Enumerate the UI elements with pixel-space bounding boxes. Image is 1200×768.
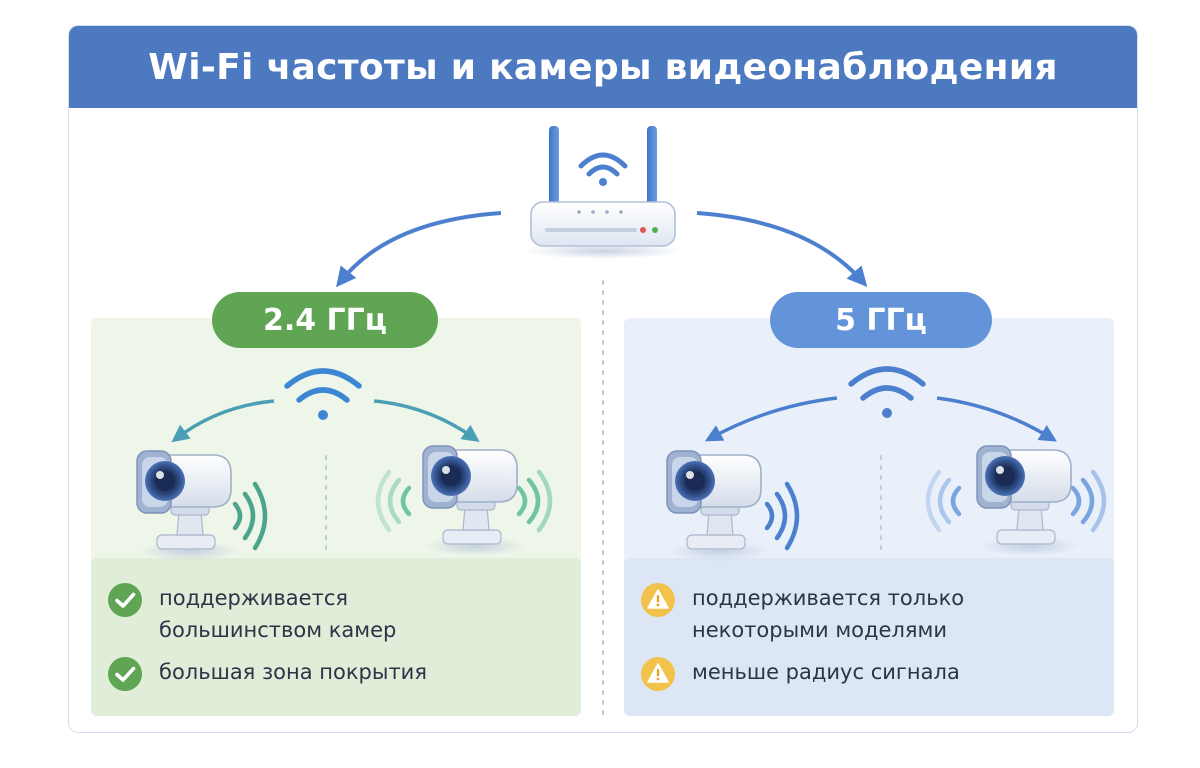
arrow-to-right-camera xyxy=(373,399,480,443)
router-icon xyxy=(523,126,683,259)
wifi-icon xyxy=(284,368,362,420)
bullet-2-4ghz-1-text: поддерживается большинством камер xyxy=(159,586,397,642)
diagram-overlay xyxy=(136,126,1107,717)
band-label-5ghz: 5 ГГц xyxy=(770,292,992,348)
title-bar: Wi-Fi частоты и камеры видеонаблюдения xyxy=(69,26,1137,108)
wifi-icon xyxy=(578,152,628,186)
camera-icon xyxy=(136,450,240,562)
infographic-card: Wi-Fi частоты и камеры видеонаблюдения п… xyxy=(68,25,1138,733)
arrow-to-left-camera xyxy=(171,399,275,443)
camera-icon xyxy=(666,450,770,562)
panel-2-4ghz: поддерживается большинством камер больша… xyxy=(91,318,581,716)
signal-waves-icon xyxy=(232,481,268,551)
bullet-5ghz-1: поддерживается только некоторыми моделям… xyxy=(640,582,992,646)
camera-icon xyxy=(422,445,526,557)
signal-waves-icon xyxy=(375,469,553,533)
arrow-to-left-camera xyxy=(704,396,838,442)
arrow-to-right-camera xyxy=(936,396,1057,442)
bullet-5ghz-2-text: меньше радиус сигнала xyxy=(692,660,960,684)
check-icon xyxy=(108,583,142,617)
bullet-2-4ghz-1: поддерживается большинством камер xyxy=(107,582,459,646)
bullet-2-4ghz-2-text: большая зона покрытия xyxy=(159,660,427,684)
page-title: Wi-Fi частоты и камеры видеонаблюдения xyxy=(148,46,1058,88)
bullet-5ghz-2: меньше радиус сигнала xyxy=(640,656,992,692)
warning-icon xyxy=(641,583,675,617)
wifi-icon xyxy=(848,366,926,418)
signal-waves-icon xyxy=(925,469,1107,533)
info-box-2-4ghz: поддерживается большинством камер больша… xyxy=(91,558,581,716)
bullet-5ghz-1-text: поддерживается только некоторыми моделям… xyxy=(692,586,965,642)
arrow-to-5ghz xyxy=(696,211,868,287)
band-label-2-4ghz: 2.4 ГГц xyxy=(212,292,438,348)
warning-icon xyxy=(641,657,675,691)
info-box-5ghz: поддерживается только некоторыми моделям… xyxy=(624,558,1114,716)
camera-icon xyxy=(976,445,1080,557)
bullet-2-4ghz-2: большая зона покрытия xyxy=(107,656,459,692)
check-icon xyxy=(108,657,142,691)
signal-waves-icon xyxy=(764,481,800,551)
arrow-to-2-4ghz xyxy=(335,211,502,288)
